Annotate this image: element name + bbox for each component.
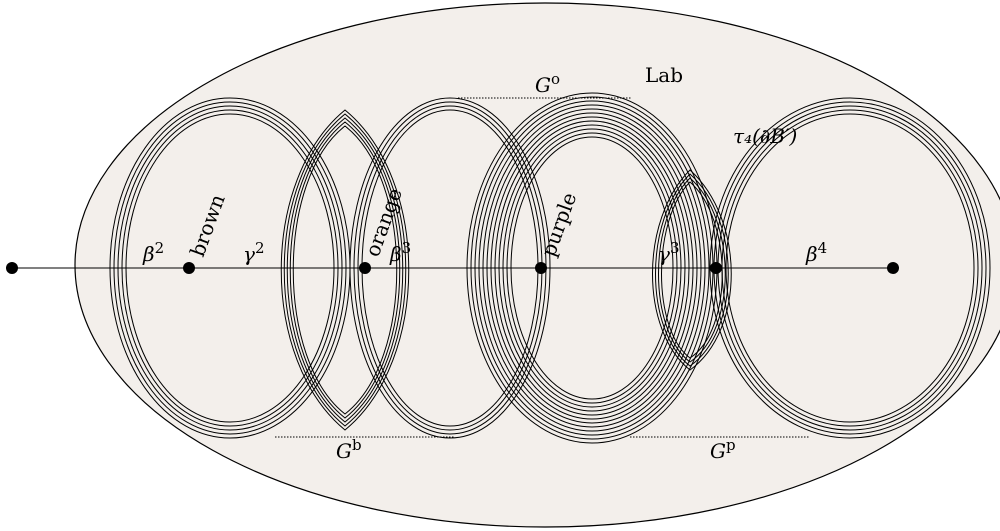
point-purple: [535, 262, 547, 274]
tau-label: τ₄(∂B′): [733, 124, 797, 148]
point-right-end: [887, 262, 899, 274]
gate-p-label: Gp: [710, 436, 736, 463]
lab-label: Lab: [645, 63, 683, 87]
gate-o-label: Go: [535, 70, 560, 97]
beta4-label: β4: [805, 239, 827, 266]
point-left-end: [6, 262, 18, 274]
lens-orange-4: [289, 121, 401, 419]
lens-orange-2: [283, 113, 407, 427]
point-orange: [359, 262, 371, 274]
beta3-label: β3: [389, 239, 411, 266]
point-brown: [183, 262, 195, 274]
gate-b-label: Gb: [336, 436, 362, 463]
lens-orange-5: [292, 125, 398, 415]
lens-orange-3: [286, 117, 404, 423]
beta2-label: β2: [142, 239, 164, 266]
gamma3-label: γ3: [658, 239, 680, 266]
gamma2-label: γ2: [243, 239, 265, 266]
lens-gamma3-4: [661, 181, 723, 359]
lens-gamma3-3: [658, 177, 726, 363]
lens-orange-1: [280, 109, 410, 431]
lens-gamma3-2: [655, 173, 729, 367]
point-gamma3-end: [710, 262, 722, 274]
